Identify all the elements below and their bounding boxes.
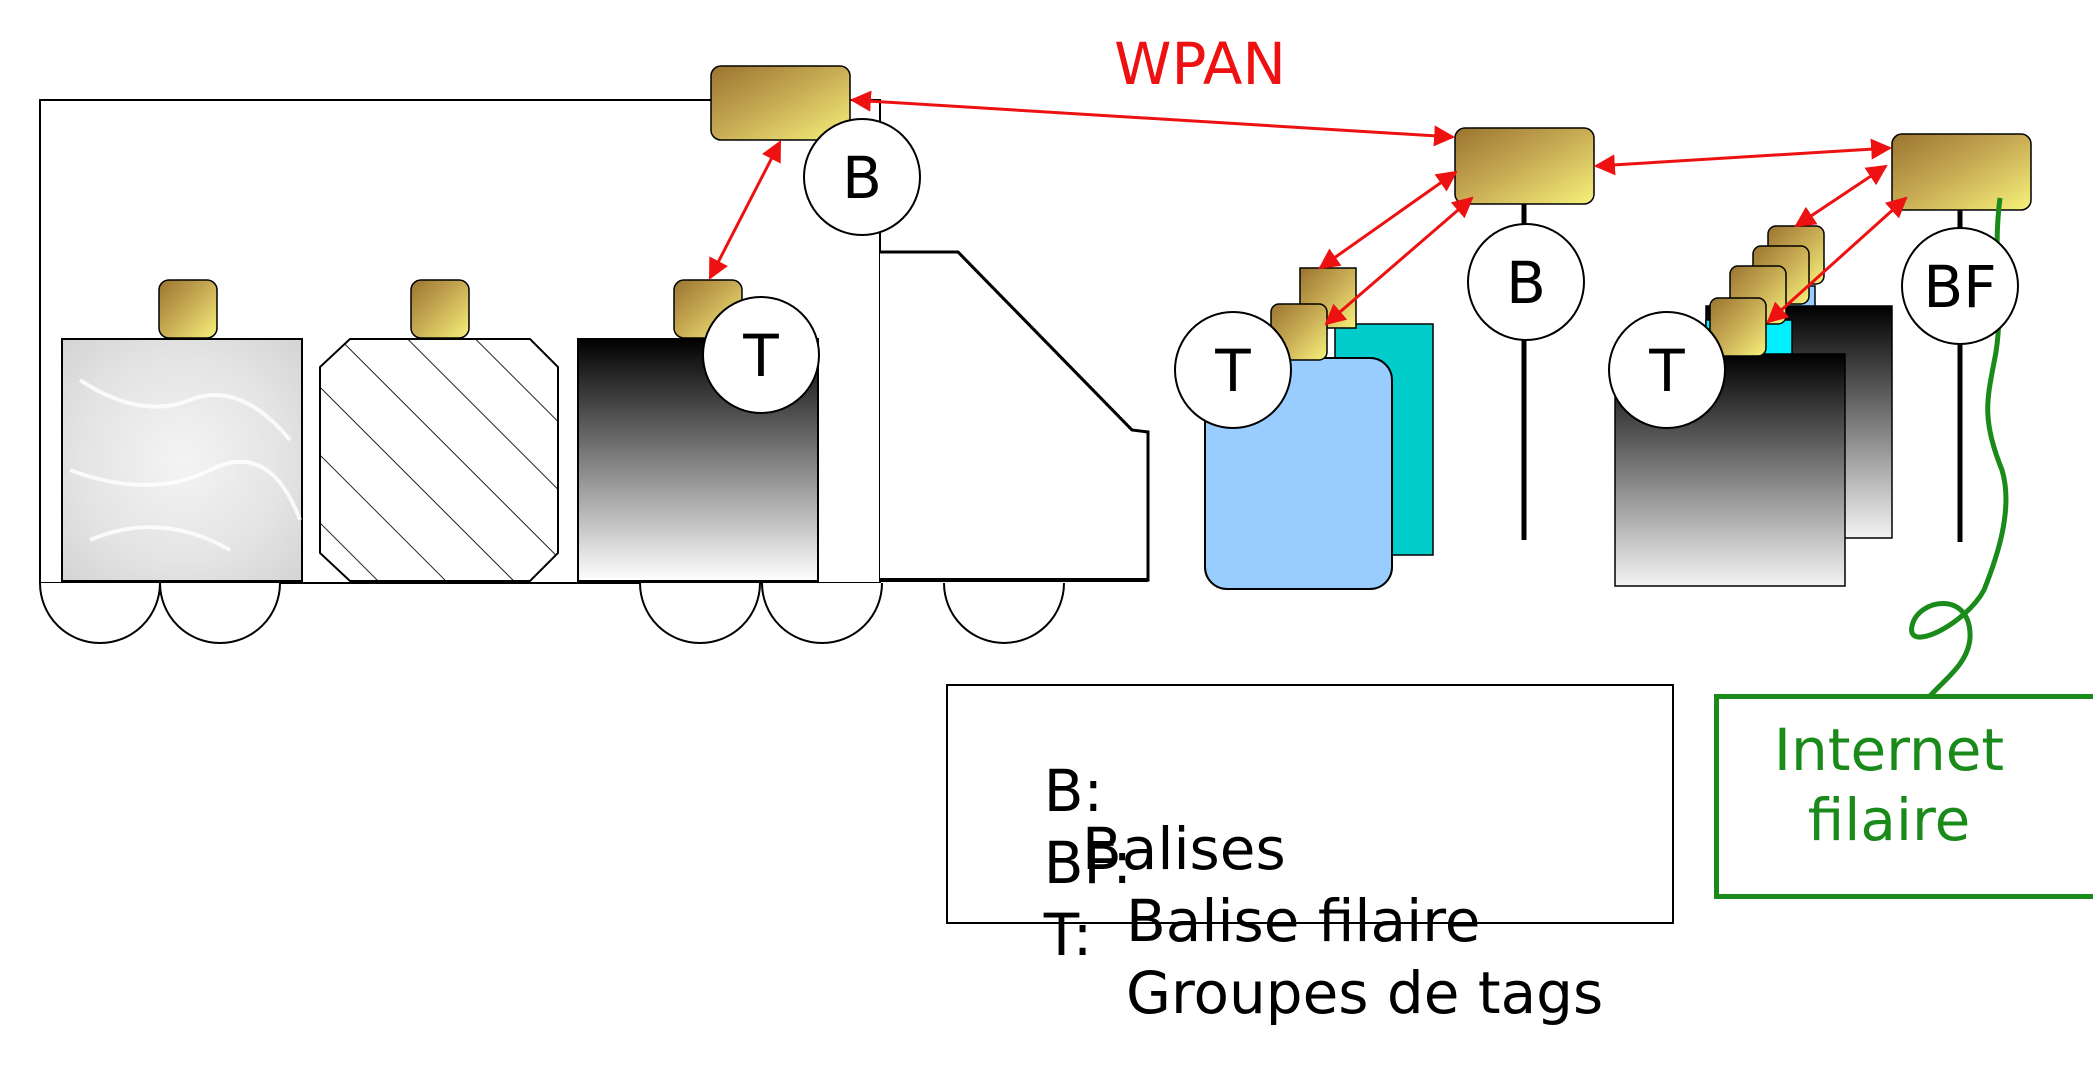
- label-circle-beacon-truck: B: [803, 118, 921, 236]
- internet-line1: Internet: [1773, 716, 2005, 784]
- wired-beacon-label: BF: [1923, 253, 1996, 321]
- wired-link: [1909, 197, 2009, 698]
- wpan-link: [1318, 170, 1458, 270]
- truck-cab: [880, 250, 1150, 582]
- legend-key: B:: [1043, 757, 1104, 825]
- truck-wheel: [159, 582, 281, 644]
- beacon-label: B: [1506, 249, 1546, 317]
- truck-wheel: [639, 582, 761, 644]
- truck-wheel: [761, 582, 883, 644]
- cargo-hatched: [319, 338, 559, 582]
- tags-label: T: [1648, 337, 1685, 405]
- label-circle-wired-beacon: BF: [1901, 227, 2019, 345]
- tags-label: T: [1214, 337, 1251, 405]
- tags-label: T: [742, 322, 779, 390]
- tag-device: [410, 279, 470, 339]
- label-circle-tags-middle: T: [1174, 311, 1292, 429]
- internet-line2: filaire: [1807, 786, 1971, 854]
- beacon-device: [1454, 127, 1595, 205]
- legend-item-b: B: Balises: [970, 704, 1286, 936]
- beacon-label: B: [842, 144, 882, 212]
- label-circle-beacon-middle: B: [1467, 223, 1585, 341]
- wired-beacon-device: [1891, 133, 2032, 211]
- wpan-link: [1794, 164, 1888, 228]
- legend-key: T:: [1043, 901, 1093, 969]
- legend-text: Balise filaire: [1126, 887, 1481, 955]
- wpan-link: [1766, 196, 1908, 324]
- legend-text: Balises: [1082, 815, 1286, 883]
- wpan-link: [708, 140, 782, 280]
- wireless-links: [708, 90, 1908, 326]
- cargo-marble-veins: [69, 378, 302, 552]
- legend: B: Balises BF: Balise filaire T: Groupes…: [946, 684, 1674, 1022]
- tag-device: [158, 279, 218, 339]
- truck-wheel: [39, 582, 161, 644]
- internet-box: Internet filaire: [1714, 694, 2093, 899]
- diagram-title: WPAN: [1114, 30, 1286, 98]
- label-circle-tags-right: T: [1608, 311, 1726, 429]
- label-circle-tags-truck: T: [702, 296, 820, 414]
- cargo-marble: [61, 338, 303, 582]
- truck-wheel: [943, 582, 1065, 644]
- wpan-diagram: B T B T BF T WPAN: [39, 30, 2032, 698]
- wpan-link: [1324, 196, 1474, 326]
- legend-key: BF:: [1043, 829, 1132, 897]
- legend-item-t: T: Groupes de tags: [970, 848, 1603, 1080]
- wpan-link: [849, 90, 1456, 147]
- tag-device: [1709, 297, 1767, 357]
- legend-text: Groupes de tags: [1126, 959, 1604, 1027]
- truck: [39, 65, 1150, 644]
- wpan-link: [1593, 138, 1893, 176]
